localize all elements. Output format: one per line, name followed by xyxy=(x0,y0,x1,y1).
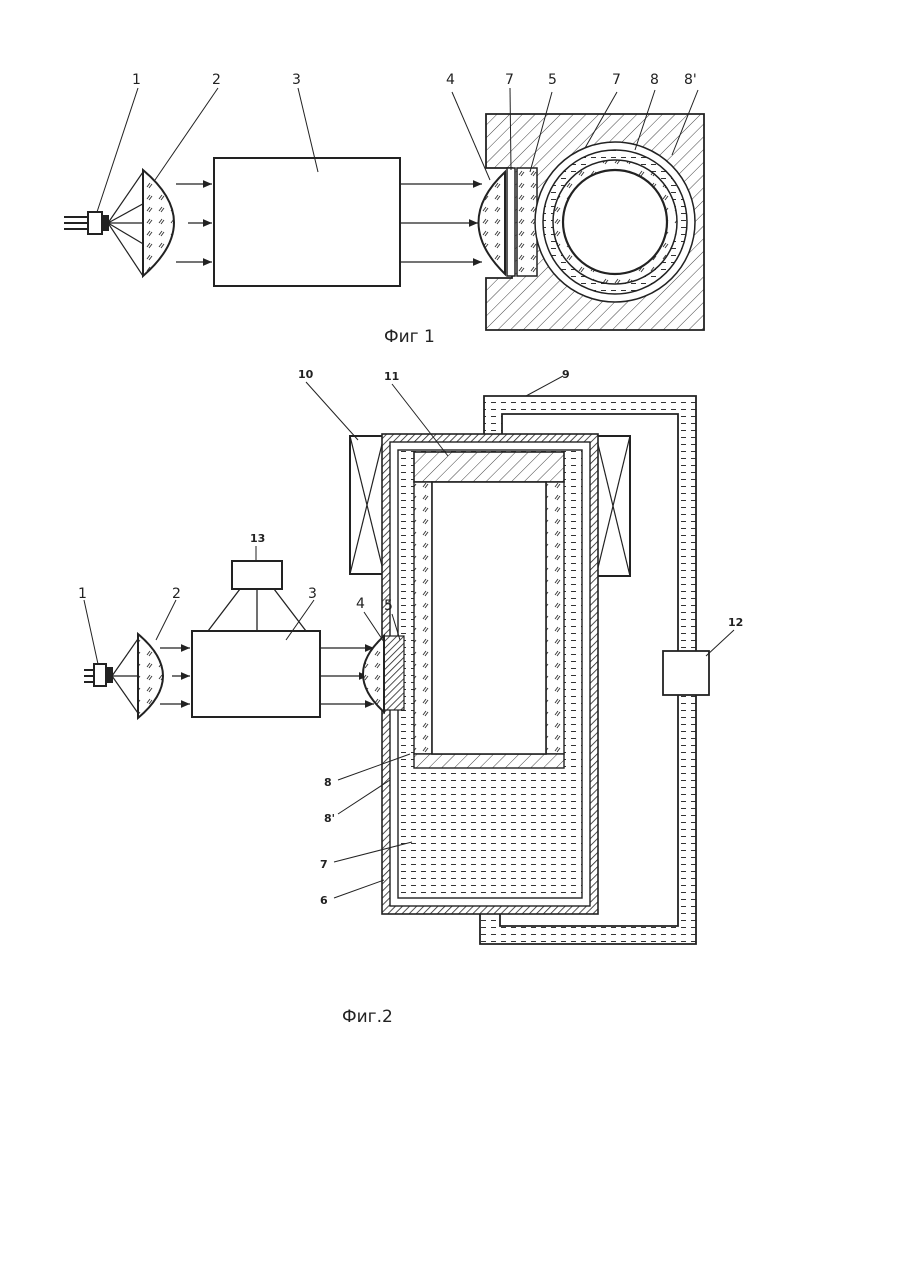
coil-10-right xyxy=(596,436,630,576)
insert-bottom xyxy=(414,754,564,768)
label-11-fig2: 11 xyxy=(384,370,399,383)
label-1-fig1: 1 xyxy=(132,72,141,88)
controller-13 xyxy=(232,561,282,589)
tube-bore xyxy=(563,170,667,274)
controller-wires xyxy=(208,589,306,631)
label-8prime-fig2: 8' xyxy=(324,812,335,825)
label-13-fig2: 13 xyxy=(250,532,265,545)
label-6-fig2: 6 xyxy=(320,894,328,907)
window-5-fig2 xyxy=(384,636,404,710)
lamp-source-1 xyxy=(64,212,108,234)
label-3-fig1: 3 xyxy=(292,72,301,88)
label-2-fig1: 2 xyxy=(212,72,221,88)
label-9-fig2: 9 xyxy=(562,368,570,381)
glass-tube-insert xyxy=(414,482,432,754)
collimating-lens-2-fig2 xyxy=(138,634,163,718)
label-7b-fig1: 7 xyxy=(612,72,621,88)
output-beams-1 xyxy=(400,184,482,262)
pump-12 xyxy=(663,651,709,695)
inner-chamber xyxy=(432,482,546,754)
light-cone-2 xyxy=(112,636,140,716)
label-12-fig2: 12 xyxy=(728,616,743,629)
glass-tube-insert-right xyxy=(546,482,564,754)
collimated-beams-1 xyxy=(176,184,212,262)
label-1-fig2: 1 xyxy=(78,586,87,602)
label-8-fig2: 8 xyxy=(324,776,332,789)
label-4-fig2: 4 xyxy=(356,596,365,612)
label-4-fig1: 4 xyxy=(446,72,455,88)
insert-cap-11 xyxy=(414,452,564,482)
modulator-block-3 xyxy=(214,158,400,286)
labels-fig1: 1 2 3 4 7 5 7 8 8' xyxy=(132,72,697,88)
label-5-fig2: 5 xyxy=(384,598,393,614)
modulator-block-3-fig2 xyxy=(192,631,320,717)
label-5-fig1: 5 xyxy=(548,72,557,88)
focusing-lens-4 xyxy=(479,172,506,274)
label-10-fig2: 10 xyxy=(298,368,314,381)
label-7-fig2: 7 xyxy=(320,858,328,871)
label-8-fig1: 8 xyxy=(650,72,659,88)
caption-fig1: Фиг 1 xyxy=(384,327,435,347)
window-5-fig1 xyxy=(517,168,537,276)
caption-fig2: Фиг.2 xyxy=(342,1007,393,1027)
figure-2 xyxy=(84,376,734,944)
coil-10-left xyxy=(350,436,384,574)
collimated-beams-2 xyxy=(160,648,190,704)
label-2-fig2: 2 xyxy=(172,586,181,602)
lamp-source-1-fig2 xyxy=(84,664,112,686)
label-7a-fig1: 7 xyxy=(505,72,514,88)
collimating-lens-2 xyxy=(143,170,174,276)
window-7-fig1 xyxy=(507,168,515,276)
label-8prime-fig1: 8' xyxy=(684,72,697,88)
label-3-fig2: 3 xyxy=(308,586,317,602)
figure-1 xyxy=(64,88,704,330)
